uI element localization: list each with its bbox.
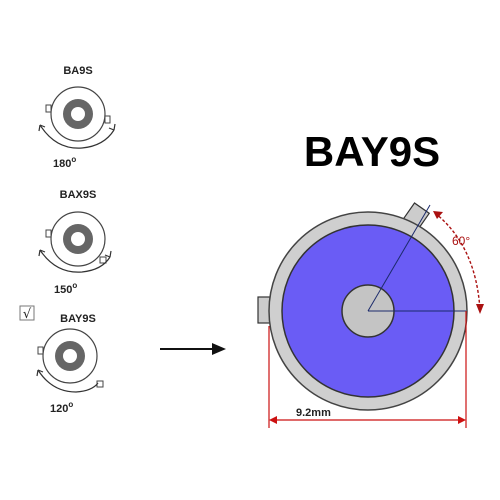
angle-line-diagonal [367,204,431,312]
base-center [63,349,77,363]
main-bay9s-detail: BAY9S 60° 9.2mm [257,128,484,428]
main-title: BAY9S [304,128,440,175]
base-name-label: BAY9S [60,313,96,325]
base-name-label: BA9S [63,65,92,77]
base-center [71,107,85,121]
checkbox-icon[interactable] [19,305,35,321]
base-pin-right [104,115,111,124]
rotation-arrow-icon [39,124,115,149]
angle-label: 60° [452,234,470,248]
small-base-bax9s: BAX9S 150o [38,189,112,296]
base-pin-left [45,104,52,113]
base-pin-right [99,256,107,264]
base-angle-label: 180o [53,155,76,170]
small-base-ba9s: BA9S 180o [38,65,116,170]
base-pin-left [45,229,52,238]
bayonet-pin-left [257,296,271,324]
rotation-arrow-icon [39,249,111,273]
small-base-bay9s: √ BAY9S 120o [19,305,104,415]
arrow-right-icon [160,343,226,355]
dimension-label: 9.2mm [296,407,331,419]
base-angle-label: 150o [54,281,77,296]
base-angle-label: 120o [50,400,73,415]
base-pin-left [37,346,44,355]
angle-arc [434,212,481,311]
angle-arc-arrowhead [476,304,484,314]
checkmark-glyph: √ [23,307,32,322]
rotation-arrow-icon [37,369,99,393]
base-center [71,232,85,246]
base-name-label: BAX9S [60,189,97,201]
